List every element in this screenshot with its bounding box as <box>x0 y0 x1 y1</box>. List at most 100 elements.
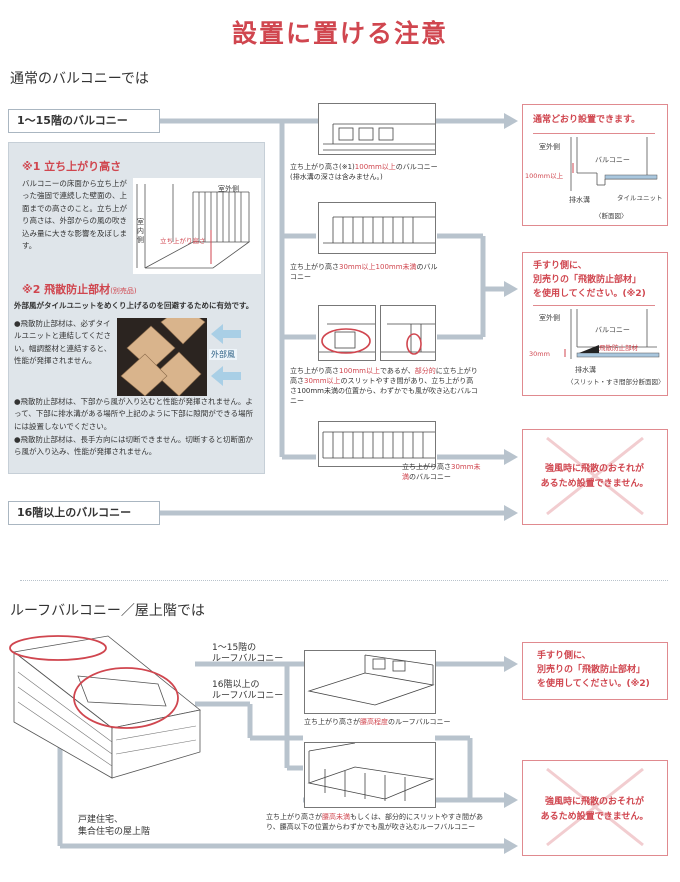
case2-illustration <box>318 202 436 254</box>
case1-caption-line2: (排水溝の深さは含みません。) <box>290 173 383 181</box>
section-heading-normal: 通常のバルコニーでは <box>10 71 149 87</box>
note2-bullet-2-text: 飛散防止部材は、下部から風が入り込むと性能が発揮されません。よって、下部に排水溝… <box>14 397 254 431</box>
case3-caption-red2: 部分的 <box>414 367 436 375</box>
roof-label-16-plus-line1: 16階以上の <box>212 680 260 690</box>
roof-case-b-caption-pre: 立ち上がり高さが <box>266 813 322 821</box>
result-ok-drain: 排水溝 <box>569 196 590 204</box>
case1-caption: 立ち上がり高さ(※1)100mm以上のバルコニー (排水溝の深さは含みません。) <box>290 162 470 182</box>
roof-result-a-line2: 別売りの「飛散防止部材」 <box>537 665 646 675</box>
roof-case-a-caption: 立ち上がり高さが腰高程度のルーフバルコニー <box>304 717 450 727</box>
roof-label-1-15: 1〜15階のルーフバルコニー <box>212 643 283 665</box>
case4-illustration <box>318 421 436 467</box>
result-ok-title: 通常どおり設置できます。 <box>533 115 641 125</box>
wind-label: 外部風 <box>209 349 237 360</box>
note1-text: バルコニーの床面から立ち上がった強固で連続した壁面の、上面までの高さのこと。立ち… <box>22 179 127 251</box>
result-ok: 通常どおり設置できます。 室外側 バルコニー 100mm以上 排水溝 タイルユニ… <box>522 104 668 226</box>
result-ok-dim: 100mm以上 <box>525 172 564 180</box>
roof-result-not-allowed: 強風時に飛散のおそれが あるため設置できません。 <box>522 760 668 856</box>
case2-caption: 立ち上がり高さ30mm以上100mm未満のバルコニー <box>290 262 440 282</box>
result-part-title-3: を使用してください。(※2) <box>533 289 646 299</box>
note2-title-text: ※2 飛散防止部材 <box>22 283 111 296</box>
roof-label-house-line2: 集合住宅の屋上階 <box>78 827 151 837</box>
result-part-balcony: バルコニー <box>595 326 630 334</box>
result-part-outside: 室外側 <box>539 314 560 322</box>
case4-caption-post: のバルコニー <box>409 473 451 481</box>
case2-caption-red: 30mm以上100mm未満 <box>339 263 417 271</box>
case3-illustration-b <box>380 305 436 361</box>
cross-mark-icon <box>546 767 644 847</box>
result-part-title-1: 手すり側に、 <box>533 261 587 271</box>
roof-result-part-required: 手すり側に、 別売りの「飛散防止部材」 を使用してください。(※2) <box>522 642 668 700</box>
note1-height-label: 立ち上がり高さ <box>160 237 206 245</box>
case3-illustration-a <box>318 305 376 361</box>
roof-result-a-line3: を使用してください。(※2) <box>537 679 650 689</box>
note2-title: ※2 飛散防止部材(別売品) <box>22 281 137 297</box>
section-divider <box>20 580 668 581</box>
note2-bullet-3: ●飛散防止部材は、長手方向には切断できません。切断すると切断面から風が入り込み、… <box>14 435 253 457</box>
result-ok-tile: タイルユニット <box>617 194 663 202</box>
result-not-allowed: 強風時に飛散のおそれが あるため設置できません。 <box>522 429 668 525</box>
case2-caption-post: のバルコニー <box>290 263 438 281</box>
case4-caption-red: 30mm未満 <box>402 463 481 481</box>
floor-1-15-balcony: 1〜15階のバルコニー <box>8 109 160 133</box>
case3-caption-tail: のスリットやすき間があり、立ち上がり高さ100mm未満の位置から、わずかでも風が… <box>290 377 478 405</box>
tile-part-photo <box>117 318 241 396</box>
case4-caption: 立ち上がり高さ30mm未満のバルコニー <box>402 462 482 482</box>
case1-caption-pre: 立ち上がり高さ(※1) <box>290 163 355 171</box>
note1-inside-label: 室内側 <box>137 218 144 244</box>
case3-caption-mid: であるが、 <box>380 367 415 375</box>
building-illustration <box>9 635 201 779</box>
result-part-dim: 30mm <box>529 350 550 358</box>
result-part-component: 飛散防止部材 <box>599 344 638 352</box>
section-diagram-part <box>564 309 660 359</box>
case3-caption-post: に立ち上がり高さ <box>290 367 478 385</box>
roof-label-16-plus: 16階以上のルーフバルコニー <box>212 680 283 702</box>
case1-illustration <box>318 103 436 155</box>
roof-label-house: 戸建住宅、集合住宅の屋上階 <box>78 814 150 838</box>
roof-result-b-line1: 強風時に飛散のおそれが <box>544 797 644 807</box>
note1-title: ※1 立ち上がり高さ <box>22 160 122 173</box>
roof-case-b-caption-red: 腰高未満 <box>322 813 350 821</box>
roof-label-house-line1: 戸建住宅、 <box>78 815 124 825</box>
roof-result-b-line2: あるため設置できません。 <box>540 812 649 822</box>
roof-case-b-caption-post: もしくは、部分的にスリットやすき間があり、腰高以下の位置からわずかでも風が吹き込… <box>266 813 483 831</box>
note2-bullet-3-text: 飛散防止部材は、長手方向には切断できません。切断すると切断面から風が入り込み、性… <box>14 435 253 457</box>
roof-case-a-illustration <box>304 650 436 714</box>
note1-outside-label: 室外側 <box>218 185 239 193</box>
case3-caption-red3: 30mm以上 <box>304 377 341 385</box>
roof-case-b-illustration <box>304 742 436 808</box>
result-part-caption: 〈スリット・すき間部分断面図〉 <box>567 378 665 386</box>
roof-case-a-caption-pre: 立ち上がり高さが <box>304 718 360 726</box>
result-part-required: 手すり側に、 別売りの「飛散防止部材」 を使用してください。(※2) 室外側 バ… <box>522 252 668 396</box>
case3-caption: 立ち上がり高さ100mm以上であるが、部分的に立ち上がり高さ30mm以上のスリッ… <box>290 366 478 406</box>
note2-lead: 外部風がタイルユニットをめくり上げるのを回避するために有効です。 <box>14 301 254 310</box>
result-ok-outside: 室外側 <box>539 143 560 151</box>
note2-bullet-1: ●飛散防止部材は、必ずタイルユニットと連結してください。幅調整材と連結すると、性… <box>14 319 112 366</box>
roof-case-a-caption-red: 腰高程度 <box>360 718 388 726</box>
floor-16-plus-balcony: 16階以上のバルコニー <box>8 501 160 525</box>
result-part-drain: 排水溝 <box>575 366 596 374</box>
rising-height-illustration <box>133 178 261 274</box>
roof-label-1-15-line1: 1〜15階の <box>212 643 257 653</box>
note2-title-sub: (別売品) <box>110 287 137 295</box>
roof-case-b-caption: 立ち上がり高さが腰高未満もしくは、部分的にスリットやすき間があり、腰高以下の位置… <box>266 812 494 832</box>
case2-caption-pre: 立ち上がり高さ <box>290 263 339 271</box>
case1-caption-red: 100mm以上 <box>354 163 396 171</box>
roof-result-a-line1: 手すり側に、 <box>537 651 591 661</box>
section-diagram-ok <box>570 137 658 191</box>
result-part-title-2: 別売りの「飛散防止部材」 <box>533 275 642 285</box>
result-ok-balcony: バルコニー <box>595 156 630 164</box>
note2-bullet-2: ●飛散防止部材は、下部から風が入り込むと性能が発揮されません。よって、下部に排水… <box>14 397 254 431</box>
roof-label-1-15-line2: ルーフバルコニー <box>212 654 284 664</box>
case1-caption-post: のバルコニー <box>395 163 438 171</box>
case3-caption-pre: 立ち上がり高さ <box>290 367 339 375</box>
case3-caption-red: 100mm以上 <box>339 367 380 375</box>
result-ng-title-2: あるため設置できません。 <box>540 479 649 489</box>
roof-label-16-plus-line2: ルーフバルコニー <box>212 691 284 701</box>
case4-caption-pre: 立ち上がり高さ <box>402 463 451 471</box>
roof-case-a-caption-post: のルーフバルコニー <box>388 718 451 726</box>
page-title: 設置に置ける注意 <box>231 19 448 48</box>
result-ng-title-1: 強風時に飛散のおそれが <box>544 464 644 474</box>
section-heading-roof: ルーフバルコニー／屋上階では <box>10 603 205 619</box>
result-ok-caption: 〈断面図〉 <box>595 212 628 220</box>
